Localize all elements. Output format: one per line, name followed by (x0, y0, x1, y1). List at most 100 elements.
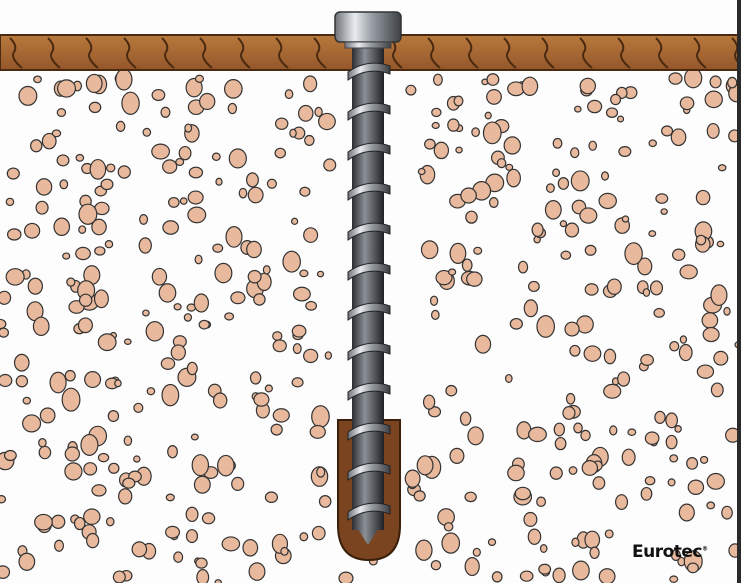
pebble (305, 300, 318, 311)
pebble (459, 411, 472, 426)
pebble (579, 77, 597, 95)
pebble (289, 128, 297, 138)
pebble (545, 183, 555, 193)
pebble (228, 148, 247, 169)
pebble (104, 240, 114, 249)
pebble (617, 371, 631, 387)
pebble (606, 278, 622, 295)
pebble (642, 288, 651, 297)
pebble (435, 269, 453, 286)
pebble (420, 240, 439, 260)
pebble (223, 79, 243, 99)
pebble (598, 568, 616, 583)
pebble (114, 379, 122, 388)
grain-line (465, 37, 479, 69)
pebble (165, 525, 181, 539)
pebble (292, 343, 302, 355)
pebble (449, 447, 465, 464)
grain-line (199, 37, 213, 69)
pebble (644, 475, 656, 486)
grain-line (541, 37, 555, 69)
pebble (422, 394, 436, 410)
pebble (212, 392, 228, 409)
pebble (523, 299, 539, 318)
pebble (316, 270, 325, 278)
pebble (648, 139, 657, 148)
pebble (38, 445, 52, 460)
pebble (75, 246, 91, 261)
pebble (77, 317, 94, 334)
pebble (253, 392, 270, 407)
pebble (61, 387, 81, 412)
pebble (517, 260, 529, 274)
pebble (185, 506, 199, 523)
pebble (64, 369, 76, 382)
pebble (610, 93, 622, 106)
pebble (505, 163, 514, 171)
pebble (187, 190, 204, 205)
pebble (75, 153, 85, 162)
pebble (73, 516, 86, 531)
pebble (405, 84, 417, 96)
pebble (0, 327, 10, 338)
pebble (430, 309, 440, 320)
pebble (584, 530, 601, 549)
pebble (62, 252, 71, 260)
grain-line (503, 37, 517, 69)
pebble (194, 74, 205, 83)
pebble (552, 567, 566, 583)
pebble (670, 549, 681, 562)
pebble (299, 269, 309, 278)
pebble (115, 120, 126, 132)
pebble (253, 293, 266, 306)
pebble (13, 353, 30, 372)
pebble (160, 106, 171, 118)
pebble (247, 186, 264, 204)
pebble (84, 371, 102, 389)
pebble (704, 90, 723, 109)
pebble (214, 579, 222, 583)
pebble (544, 200, 562, 220)
pebble (151, 88, 166, 102)
pebble (249, 371, 262, 385)
pebble (536, 496, 547, 508)
pebble (139, 214, 149, 225)
pebble (674, 425, 682, 433)
pebble (614, 494, 629, 511)
pebble (572, 560, 590, 581)
pebble (430, 560, 442, 571)
pebble (655, 193, 669, 204)
pebble (83, 462, 98, 476)
pebble (303, 348, 319, 364)
pebble (583, 345, 602, 362)
pebble (581, 460, 599, 476)
grain-line (579, 37, 593, 69)
pebble (519, 570, 534, 582)
pebble (552, 168, 561, 178)
pebble (416, 455, 434, 476)
pebble (142, 127, 152, 137)
pebble (464, 491, 477, 503)
pebble (424, 138, 436, 150)
pebble (80, 433, 99, 456)
pebble (291, 324, 307, 338)
grain-line (9, 37, 23, 69)
pebble (0, 565, 11, 579)
pebble (660, 208, 668, 215)
pebble (496, 158, 507, 169)
pebble (122, 477, 136, 489)
pebble (415, 539, 433, 561)
pebble (727, 76, 738, 89)
pebble (503, 136, 522, 155)
pebble (138, 237, 152, 254)
pebble (570, 170, 590, 192)
pebble (324, 351, 333, 360)
pebble (89, 158, 107, 180)
pebble (97, 452, 110, 463)
pebble (621, 448, 636, 466)
pebble (272, 408, 290, 423)
pebble (264, 491, 279, 504)
pebble (162, 220, 180, 235)
pebble (94, 246, 106, 256)
pebble (565, 392, 576, 405)
